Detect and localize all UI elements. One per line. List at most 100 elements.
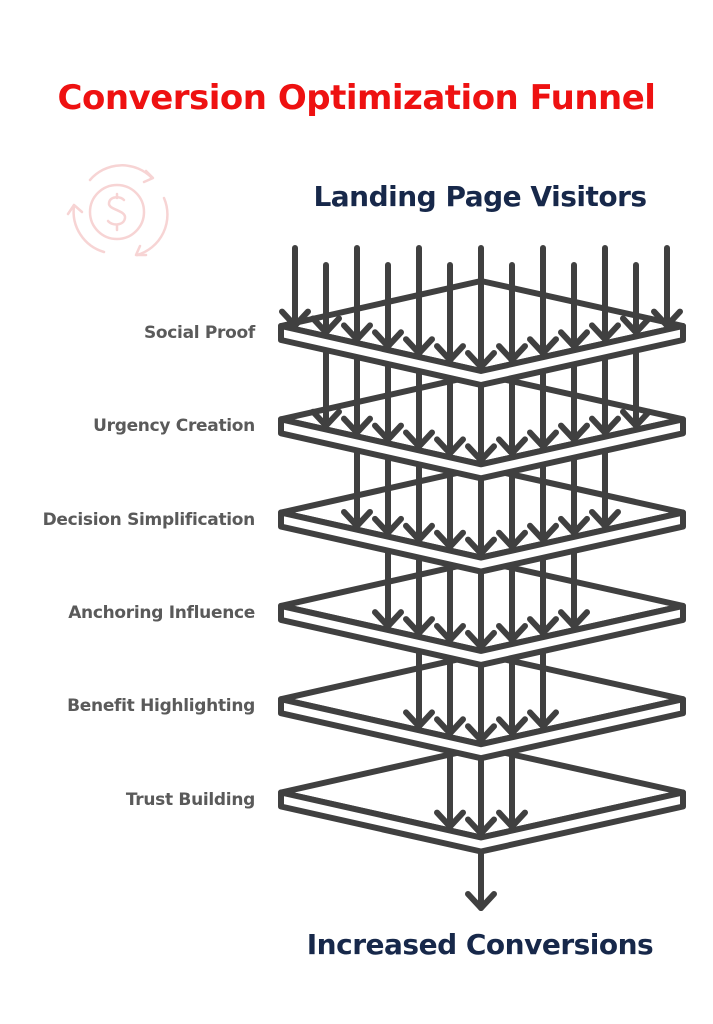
arrow-down-icon <box>496 750 528 830</box>
arrow-head <box>527 429 559 450</box>
arrow-down-icon <box>434 656 466 737</box>
arrow-head <box>465 629 497 650</box>
funnel-input-label: Landing Page Visitors <box>313 180 647 213</box>
arrow-head <box>372 515 404 536</box>
arrow-head <box>279 308 311 329</box>
arrow-down-icon <box>589 356 621 436</box>
arrow-down-icon <box>434 377 466 457</box>
arrow-band-3 <box>372 549 590 650</box>
arrow-head <box>372 422 404 443</box>
arrow-head <box>310 315 342 336</box>
arrow-down-icon <box>465 570 497 650</box>
arrow-down-icon <box>310 349 342 429</box>
arrow-down-icon <box>434 262 466 364</box>
stage-label-decision-simplification: Decision Simplification <box>42 510 256 530</box>
layer-front-face <box>278 416 686 482</box>
arrow-head <box>651 308 683 329</box>
arrow-head <box>558 609 590 630</box>
arrow-down-icon <box>372 363 404 443</box>
arrow-head <box>496 809 528 830</box>
arrow-down-icon <box>527 245 559 357</box>
arrow-down-icon <box>403 463 435 543</box>
arrow-head <box>527 522 559 543</box>
arrow-down-icon <box>341 449 373 529</box>
arrow-down-icon <box>403 556 435 637</box>
arrow-head <box>434 529 466 550</box>
arrow-head <box>620 408 652 429</box>
arrow-down-icon <box>527 463 559 543</box>
arrow-head <box>496 343 528 364</box>
arrow-down-icon <box>279 245 311 329</box>
arrow-band-5 <box>434 750 528 837</box>
arrow-band-0 <box>279 245 683 370</box>
arrow-down-icon <box>651 245 683 329</box>
arrow-head <box>434 436 466 457</box>
arrow-head <box>310 408 342 429</box>
arrow-head <box>341 322 373 343</box>
arrow-head <box>496 529 528 550</box>
arrow-head <box>496 436 528 457</box>
arrow-head <box>434 809 466 830</box>
layer-front-face <box>278 323 686 388</box>
page-title: Conversion Optimization Funnel <box>57 78 656 118</box>
arrow-head <box>527 616 559 637</box>
arrow-down-icon <box>403 370 435 450</box>
layer-front-face <box>278 696 686 762</box>
stage-label-benefit-highlighting: Benefit Highlighting <box>67 696 255 716</box>
arrow-head <box>403 616 435 637</box>
arrow-down-icon <box>465 663 497 744</box>
arrow-down-icon <box>434 750 466 830</box>
arrow-head <box>434 716 466 737</box>
arrow-down-icon <box>527 370 559 450</box>
arrow-band-2 <box>341 449 621 557</box>
arrow-head <box>403 709 435 730</box>
arrow-head <box>465 816 497 837</box>
arrow-down-icon <box>465 477 497 557</box>
arrow-down-icon <box>465 245 497 370</box>
arrow-down-icon <box>403 650 435 730</box>
stage-label-social-proof: Social Proof <box>143 323 255 343</box>
arrow-down-icon <box>496 656 528 737</box>
arrow-down-icon <box>558 456 590 536</box>
arrow-head <box>465 723 497 744</box>
output-arrow-group <box>465 848 497 911</box>
arrow-head <box>558 422 590 443</box>
arrow-head <box>558 329 590 350</box>
arrow-down-icon <box>403 245 435 357</box>
arrow-head <box>527 709 559 730</box>
arrow-down-icon <box>558 363 590 443</box>
arrow-down-icon <box>372 456 404 536</box>
arrow-down-icon <box>341 356 373 436</box>
layer-front-face <box>278 509 686 575</box>
arrow-head <box>434 622 466 643</box>
arrow-down-icon <box>558 549 590 630</box>
arrow-down-icon <box>496 563 528 643</box>
arrow-down-icon <box>434 563 466 643</box>
arrow-head <box>403 522 435 543</box>
arrow-head <box>341 508 373 529</box>
arrow-band-4 <box>403 650 559 744</box>
arrow-down-icon <box>496 377 528 457</box>
arrow-down-icon <box>620 349 652 429</box>
stage-label-urgency-creation: Urgency Creation <box>93 416 255 436</box>
arrow-head <box>558 515 590 536</box>
arrow-down-icon <box>558 262 590 350</box>
arrow-down-icon <box>620 262 652 336</box>
arrow-head <box>527 336 559 357</box>
arrow-down-icon <box>589 449 621 529</box>
stage-label-anchoring-influence: Anchoring Influence <box>68 603 255 623</box>
arrow-head <box>496 622 528 643</box>
arrow-head <box>465 536 497 557</box>
funnel-output-label: Increased Conversions <box>306 928 654 961</box>
arrow-head <box>372 609 404 630</box>
layer-front-face <box>278 602 686 668</box>
arrow-head <box>589 508 621 529</box>
arrow-head <box>372 329 404 350</box>
arrow-head <box>589 415 621 436</box>
dollar-cycle-icon <box>66 164 169 257</box>
arrow-down-icon <box>341 245 373 343</box>
arrow-band-1 <box>310 349 652 464</box>
arrow-down-icon <box>496 470 528 550</box>
stage-label-trust-building: Trust Building <box>125 790 255 810</box>
